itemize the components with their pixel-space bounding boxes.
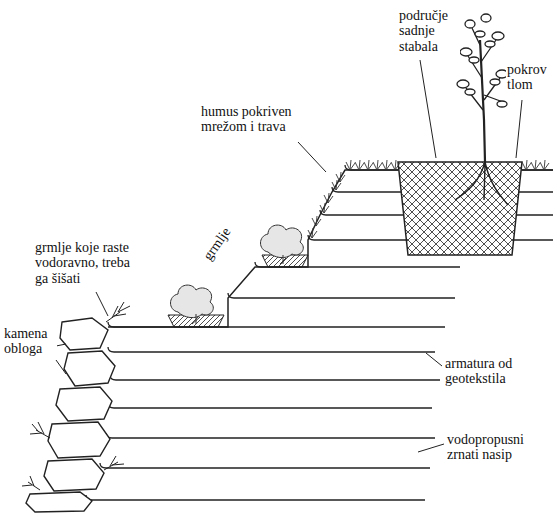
tree — [466, 28, 503, 110]
stone-facing — [56, 387, 112, 421]
leader-line — [426, 353, 442, 366]
grass-tuft — [308, 228, 317, 238]
horizontal-shrub — [104, 456, 124, 470]
stone-facing — [60, 318, 108, 350]
planting-pocket — [168, 255, 308, 327]
callout-label: humus pokriven mrežom i trava — [200, 104, 302, 135]
leader-line — [420, 60, 436, 158]
slope-face — [108, 170, 398, 327]
horizontal-shrub — [22, 476, 40, 490]
tree — [497, 101, 507, 107]
horizontal-shrub — [30, 422, 50, 438]
stone-facing — [44, 459, 104, 491]
tree-container — [398, 162, 522, 255]
tree — [460, 48, 472, 56]
tree — [457, 14, 508, 107]
tree-container — [398, 162, 522, 255]
shrub — [171, 285, 214, 318]
geotextile-layer — [110, 375, 440, 380]
shrub — [192, 255, 286, 324]
tree — [465, 89, 475, 95]
grass-tuft — [382, 160, 391, 170]
tree — [465, 20, 475, 28]
callout-label: pokrov tlom — [506, 62, 550, 93]
grass-tuft — [391, 160, 400, 170]
grass-tuft — [336, 172, 345, 182]
grass-tuft — [320, 203, 329, 213]
stone-facing — [64, 351, 115, 386]
grass-tuft — [531, 160, 540, 170]
callout-label: kamena obloga — [3, 326, 57, 357]
tree — [481, 14, 491, 22]
leader-line — [96, 292, 108, 316]
shrub — [171, 225, 304, 324]
leader-line — [298, 142, 326, 172]
geotextile-layer — [108, 347, 435, 352]
callout-label: područje sadnje stabala — [398, 8, 460, 54]
tree-container — [398, 162, 522, 255]
callout-label: armatura od geotekstila — [444, 356, 546, 387]
geotextile-layer — [86, 495, 425, 500]
grass-tuft — [364, 160, 373, 170]
grass-tuft — [355, 160, 364, 170]
stone-facing — [48, 422, 110, 458]
leader-line — [418, 444, 444, 452]
shrub — [261, 225, 304, 258]
callout-label: vodopropusni zrnati nasip — [446, 432, 548, 463]
geotextile-layer — [106, 433, 435, 438]
tree — [492, 32, 504, 40]
geotextile-layer — [100, 463, 430, 468]
grass-tuft — [324, 193, 333, 203]
grass-tuft — [522, 160, 531, 170]
grass-tuft — [373, 160, 382, 170]
leader-line — [516, 100, 522, 158]
grass-tuft — [308, 160, 549, 238]
geotextile-layer — [228, 293, 455, 298]
geotextile-layer — [108, 403, 432, 408]
tree — [469, 57, 479, 63]
tree — [457, 80, 469, 88]
tree — [485, 41, 495, 47]
leader-line — [56, 344, 66, 374]
slope-label: grmlje — [200, 224, 235, 264]
horizontal-shrub — [106, 302, 130, 322]
tree — [490, 79, 500, 85]
tree-container — [455, 162, 508, 205]
tree — [457, 14, 508, 162]
grass-tuft — [540, 160, 549, 170]
callout-label: grmlje koje raste vodoravno, treba ga ši… — [34, 240, 136, 286]
tree — [475, 31, 485, 37]
stone-facing — [26, 492, 92, 512]
grass-tuft — [312, 216, 321, 226]
grass-tuft — [346, 160, 355, 170]
